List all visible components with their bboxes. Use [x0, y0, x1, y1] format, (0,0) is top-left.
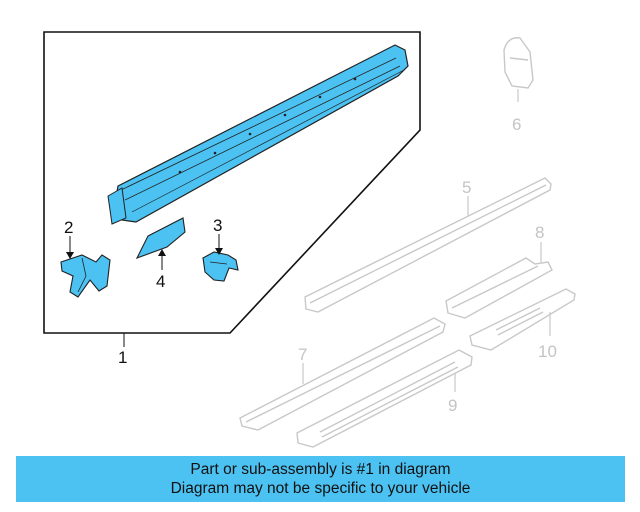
arrowhead-2 — [66, 252, 74, 259]
callout-2: 2 — [64, 218, 73, 237]
arrowhead-3 — [215, 248, 223, 255]
callout-3: 3 — [213, 216, 222, 235]
ghost-part-8[interactable] — [445, 257, 553, 319]
bracket-part-2[interactable] — [60, 254, 111, 298]
ghost-part-10[interactable] — [469, 288, 576, 351]
notice-banner: Part or sub-assembly is #1 in diagram Di… — [16, 456, 625, 502]
callout-6: 6 — [512, 115, 521, 134]
ghost-part-9[interactable] — [296, 349, 473, 448]
callout-8: 8 — [535, 223, 544, 242]
callout-10: 10 — [538, 342, 557, 361]
ghost-part-7[interactable] — [239, 317, 446, 431]
clip-part-3[interactable] — [202, 251, 239, 282]
notice-banner-bg — [16, 456, 625, 502]
ghost-part-6[interactable] — [503, 37, 534, 89]
callout-7: 7 — [298, 345, 307, 364]
trim-plate-part-4[interactable] — [135, 217, 186, 259]
banner-line-1: Part or sub-assembly is #1 in diagram — [190, 461, 451, 478]
rocker-panel-part[interactable] — [107, 44, 409, 225]
callout-5: 5 — [462, 178, 471, 197]
arrowhead-4 — [158, 249, 166, 256]
callout-9: 9 — [448, 396, 457, 415]
ghost-part-5[interactable] — [304, 177, 552, 313]
callout-1: 1 — [118, 348, 127, 367]
banner-line-2: Diagram may not be specific to your vehi… — [170, 480, 471, 497]
callout-4: 4 — [156, 272, 165, 291]
assembly-frame — [43, 31, 421, 334]
